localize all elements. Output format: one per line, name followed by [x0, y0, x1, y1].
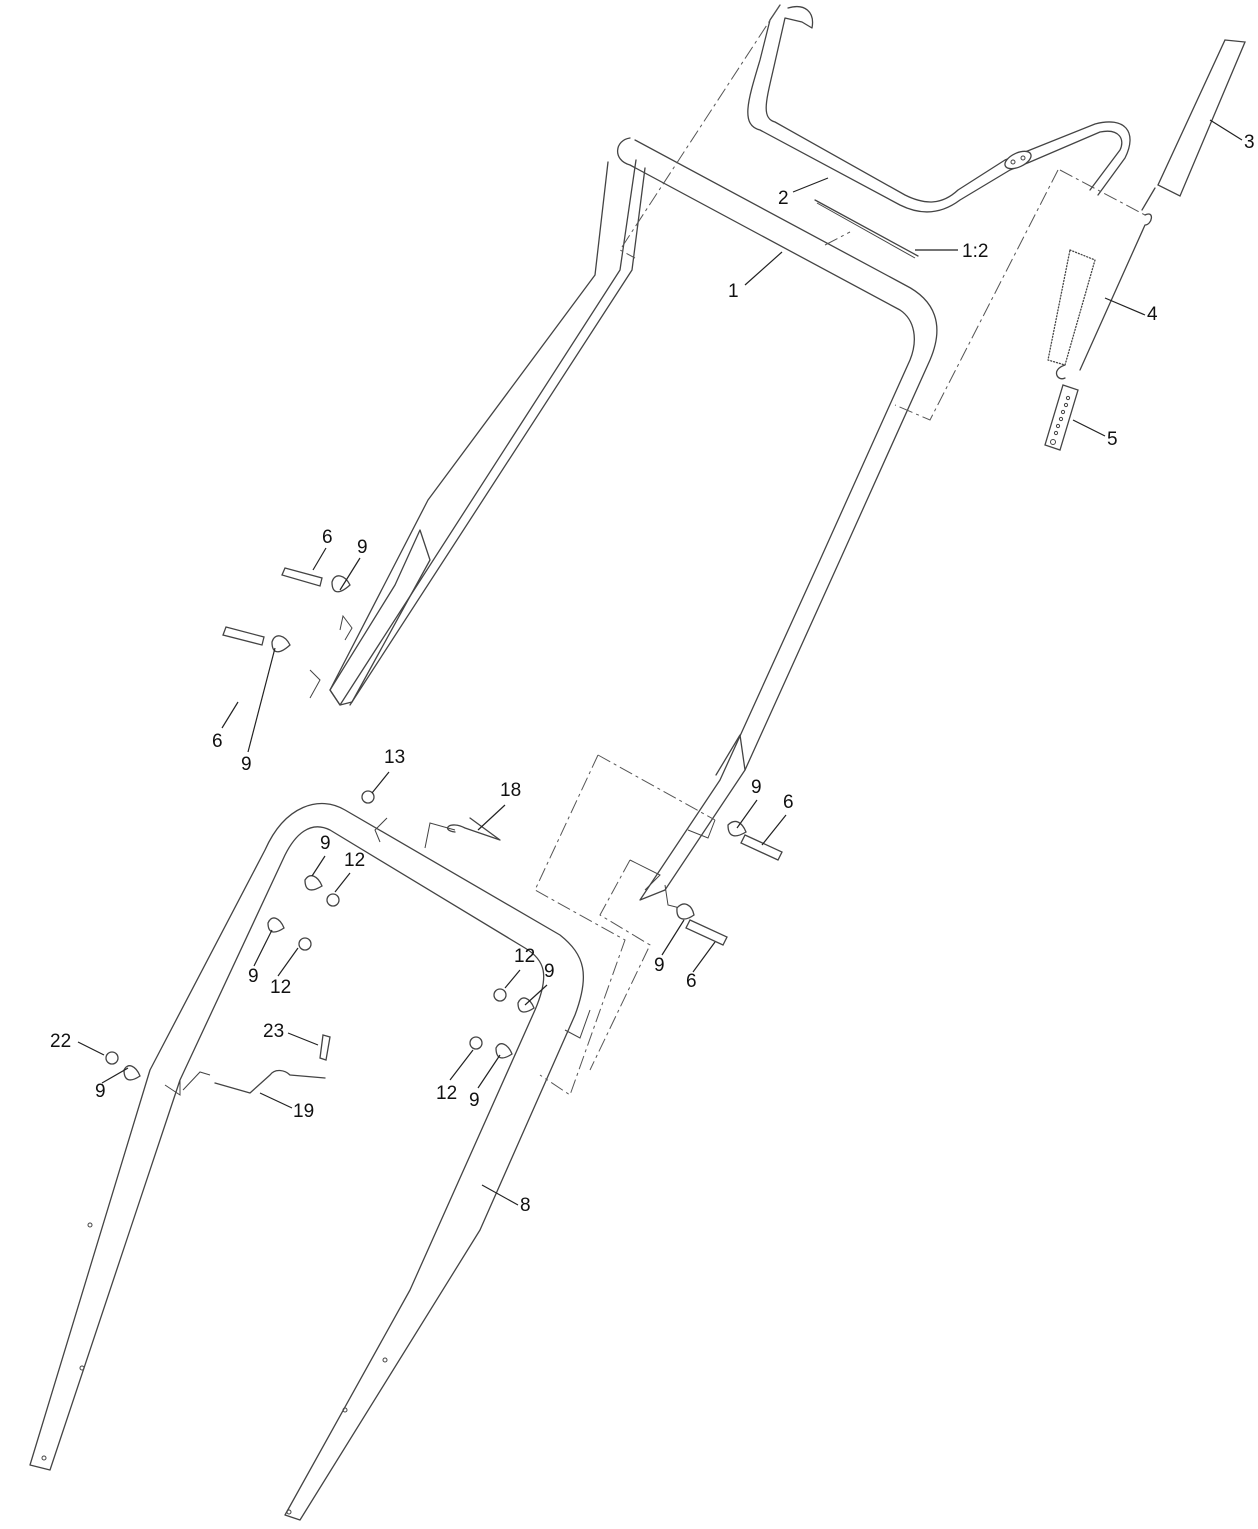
callout-12: 12 [344, 850, 365, 871]
callout-18: 18 [500, 780, 521, 801]
upper-handle-part-1 [329, 137, 938, 901]
callout-1-2: 1:2 [962, 241, 988, 262]
callout-9: 9 [544, 961, 555, 982]
bolt-part-6 [222, 567, 783, 946]
callout-2: 2 [778, 188, 789, 209]
callout-13: 13 [384, 747, 405, 768]
callout-3: 3 [1244, 132, 1255, 153]
callout-22: 22 [50, 1031, 71, 1052]
callout-labels: 1 1:2 2 3 4 5 6 9 6 9 13 18 9 6 9 12 9 6… [50, 132, 1255, 1216]
lower-handle-part-8 [29, 802, 585, 1521]
callout-1: 1 [728, 281, 739, 302]
decal-part-1-2 [814, 199, 919, 259]
callout-6: 6 [212, 731, 223, 752]
callout-9: 9 [357, 537, 368, 558]
callout-12: 12 [436, 1083, 457, 1104]
clip-part-18 [446, 817, 501, 841]
callout-9: 9 [469, 1090, 480, 1111]
washer-part-9 [123, 575, 747, 1081]
callout-6: 6 [686, 971, 697, 992]
callout-12: 12 [270, 977, 291, 998]
nut-parts [105, 790, 507, 1065]
bracket-part-5 [1044, 384, 1079, 451]
rod-part-19 [214, 1034, 331, 1094]
callout-8: 8 [520, 1195, 531, 1216]
callout-9: 9 [248, 966, 259, 987]
callout-5: 5 [1107, 429, 1118, 450]
assembly-guide-lines [164, 4, 1146, 1096]
callout-9: 9 [95, 1081, 106, 1102]
callout-9: 9 [654, 955, 665, 976]
callout-12: 12 [514, 946, 535, 967]
callout-19: 19 [293, 1101, 314, 1122]
cable-spring-part-4 [1047, 213, 1153, 380]
callout-6: 6 [783, 792, 794, 813]
callout-23: 23 [263, 1021, 284, 1042]
bail-part-2 [747, 4, 1131, 213]
callout-9: 9 [241, 754, 252, 775]
grip-part-3 [1141, 39, 1246, 211]
callout-leaders [77, 119, 1243, 1206]
callout-9: 9 [320, 833, 331, 854]
callout-9: 9 [751, 777, 762, 798]
callout-6: 6 [322, 527, 333, 548]
callout-4: 4 [1147, 304, 1158, 325]
